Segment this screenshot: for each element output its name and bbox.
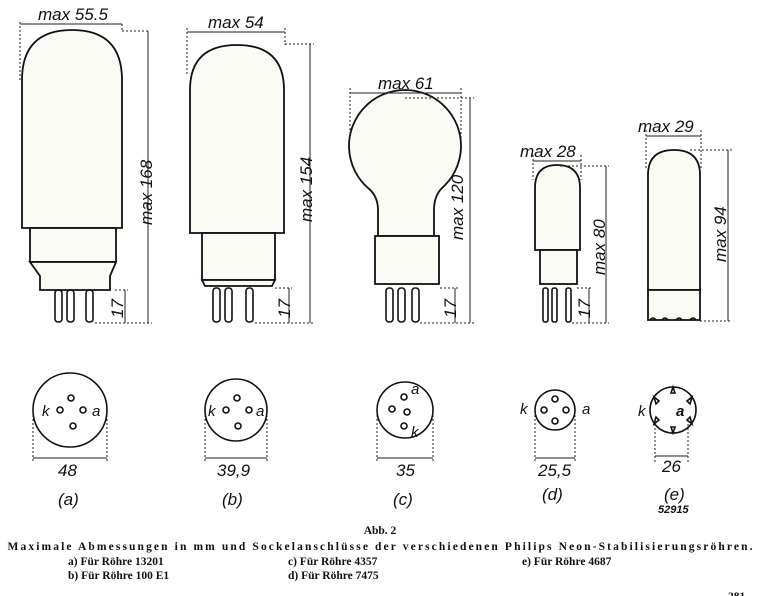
tube-a-pin-length: 17 (108, 299, 127, 318)
caption-item-d: d) Für Röhre 7475 (288, 570, 379, 582)
tube-c-drawing (348, 88, 474, 324)
base-e-drawing (649, 384, 697, 462)
reference-number: 52915 (658, 504, 689, 516)
base-a-diameter: 48 (58, 461, 77, 480)
base-c-drawing (376, 381, 434, 462)
base-a-pin-a: a (92, 403, 100, 420)
tube-c-width-label: max 61 (378, 74, 434, 93)
caption-item-a: a) Für Röhre 13201 (68, 556, 164, 568)
base-d-pin-a: a (582, 401, 590, 418)
tube-d-width-label: max 28 (520, 142, 576, 161)
tube-b-width-label: max 54 (208, 13, 264, 32)
tube-a-label: (a) (58, 490, 79, 509)
base-d-diameter: 25,5 (537, 461, 572, 480)
tube-b-height-label: max 154 (297, 157, 316, 222)
base-d-pin-k: k (520, 401, 529, 418)
tube-b-pin-length: 17 (275, 299, 294, 318)
tube-a-width-label: max 55.5 (38, 5, 108, 24)
tube-d-pin-length: 17 (575, 299, 594, 318)
base-b-drawing (204, 378, 268, 462)
tube-e-drawing (645, 130, 732, 322)
base-c-diameter: 35 (396, 461, 415, 480)
tube-a-drawing (19, 22, 152, 324)
caption-item-e: e) Für Röhre 4687 (522, 556, 612, 568)
tube-e-width-label: max 29 (638, 117, 694, 136)
base-a-drawing (32, 372, 108, 462)
tube-d-label: (d) (542, 485, 563, 504)
base-b-diameter: 39,9 (217, 461, 251, 480)
tube-e-height-label: max 94 (711, 206, 730, 262)
base-e-diameter: 26 (661, 457, 681, 476)
tube-b-label: (b) (222, 490, 243, 509)
caption-text: Maximale Abmessungen in mm und Sockelans… (7, 541, 752, 553)
caption-item-c: c) Für Röhre 4357 (288, 556, 378, 568)
figure-number: Abb. 2 (364, 525, 397, 537)
base-a-pin-k: k (42, 403, 51, 420)
base-d-drawing (534, 389, 576, 462)
base-b-pin-a: a (256, 403, 264, 420)
tube-a-height-label: max 168 (137, 159, 156, 225)
tube-c-height-label: max 120 (448, 174, 467, 240)
base-e-pin-a: a (676, 403, 684, 420)
tube-e-label: (e) (664, 485, 685, 504)
tube-c-pin-length: 17 (441, 299, 460, 318)
caption-item-b: b) Für Röhre 100 E1 (68, 570, 169, 582)
tube-d-height-label: max 80 (590, 219, 609, 275)
base-c-pin-k: k (411, 424, 420, 441)
base-e-pin-k: k (638, 403, 647, 420)
tube-d-drawing (532, 155, 609, 324)
page-number: 281 (728, 591, 746, 596)
base-b-pin-k: k (208, 403, 217, 420)
base-c-pin-a: a (411, 381, 419, 398)
tube-b-drawing (186, 28, 314, 324)
tube-c-label: (c) (393, 490, 413, 509)
